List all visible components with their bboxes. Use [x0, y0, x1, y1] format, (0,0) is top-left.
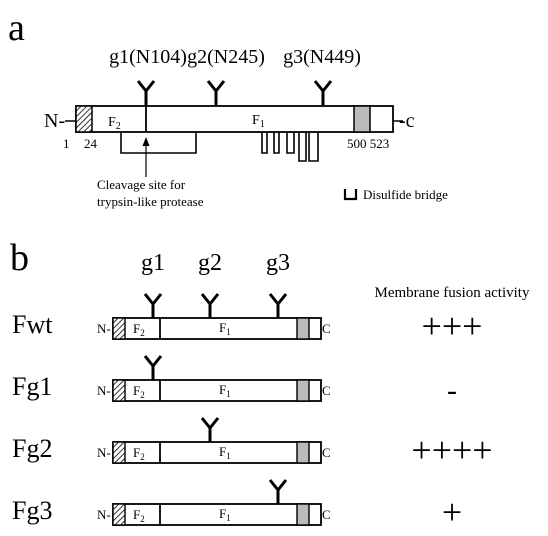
- glycosylation-site-g3: [313, 79, 333, 107]
- f1-label: F1: [219, 382, 231, 399]
- transmembrane-domain: [296, 441, 310, 464]
- transmembrane-domain: [296, 317, 310, 340]
- transmembrane-domain: [296, 379, 310, 402]
- signal-peptide: [112, 441, 126, 464]
- glycan-label-g1: g1(N104): [109, 46, 187, 68]
- signal-peptide: [112, 317, 126, 340]
- disulfide-bridge-4: [298, 132, 307, 162]
- f2-label: F2: [133, 383, 145, 400]
- signal-peptide: [112, 379, 126, 402]
- n-terminus-label: N-: [97, 445, 111, 460]
- panel-a: a g1(N104) g2(N245) g3(N449) N- -c F2 F1…: [8, 7, 448, 209]
- glycosylation-site-g1: [143, 354, 163, 382]
- n-terminus-label: N-: [97, 507, 111, 522]
- disulfide-bridge-2: [273, 132, 280, 154]
- f1-label: F1: [219, 506, 231, 523]
- glycan-header-g3: g3: [266, 250, 290, 276]
- protein-bar: [75, 105, 394, 133]
- disulfide-bridge-3: [286, 132, 295, 154]
- glycosylation-site-g1: [143, 292, 163, 320]
- residue-1: 1: [63, 136, 70, 151]
- n-terminus-label: N-: [97, 383, 111, 398]
- glycan-header-g1: g1: [141, 250, 165, 276]
- f2-label: F2: [108, 115, 121, 132]
- f1-label: F1: [252, 113, 265, 130]
- glycosylation-site-g3: [268, 292, 288, 320]
- glycosylation-site-g1: [136, 79, 156, 107]
- disulfide-bridge-1: [261, 132, 268, 154]
- construct-name: Fg2: [12, 434, 52, 463]
- c-terminus-label: -c: [399, 110, 415, 132]
- n-terminus-label: N-: [97, 321, 111, 336]
- glycosylation-site-g3: [268, 478, 288, 506]
- glycosylation-site-g2: [200, 292, 220, 320]
- disulfide-legend-label: Disulfide bridge: [363, 187, 448, 202]
- f2-label: F2: [133, 507, 145, 524]
- residue-500-523: 500 523: [347, 136, 389, 151]
- c-terminus-label: C: [322, 445, 331, 460]
- panel-a-letter: a: [8, 7, 25, 49]
- fusion-activity: ++++: [411, 430, 492, 470]
- transmembrane-domain: [296, 503, 310, 526]
- fusion-activity: +: [442, 492, 462, 532]
- glycan-label-g2: g2(N245): [187, 46, 265, 68]
- c-terminus-label: C: [322, 507, 331, 522]
- signal-peptide: [112, 503, 126, 526]
- n-terminus-label: N-: [44, 110, 65, 132]
- disulfide-bridge-f2-f1: [120, 132, 197, 154]
- signal-peptide: [75, 105, 93, 133]
- glycan-label-g3: g3(N449): [283, 46, 361, 68]
- f2-label: F2: [133, 321, 145, 338]
- f1-label: F1: [219, 444, 231, 461]
- c-terminus-label: C: [322, 383, 331, 398]
- activity-header: Membrane fusion activity: [375, 285, 530, 301]
- disulfide-bridge-5: [308, 132, 319, 162]
- fusion-activity: -: [447, 374, 457, 407]
- f1-label: F1: [219, 320, 231, 337]
- glycan-header-g2: g2: [198, 250, 222, 276]
- construct-name: Fwt: [12, 310, 53, 339]
- residue-24: 24: [84, 136, 98, 151]
- panel-b-letter: b: [10, 237, 29, 279]
- construct-row: Fg2 N- C F2 F1 ++++: [12, 416, 493, 470]
- construct-row: Fg3 N- C F2 F1 +: [12, 478, 462, 532]
- c-terminus-label: C: [322, 321, 331, 336]
- construct-row: Fg1 N- C F2 F1 -: [12, 354, 457, 407]
- f2-label: F2: [133, 445, 145, 462]
- construct-row: Fwt N- C F2 F1 +++: [12, 292, 483, 346]
- construct-name: Fg3: [12, 496, 52, 525]
- disulfide-legend-icon: [343, 189, 358, 201]
- fusion-activity: +++: [422, 306, 483, 346]
- glycosylation-site-g2: [200, 416, 220, 444]
- glycosylation-site-g2: [206, 79, 226, 107]
- construct-name: Fg1: [12, 372, 52, 401]
- transmembrane-domain: [353, 105, 371, 133]
- cleavage-note-line1: Cleavage site for: [97, 177, 186, 192]
- cleavage-note-line2: trypsin-like protease: [97, 194, 204, 209]
